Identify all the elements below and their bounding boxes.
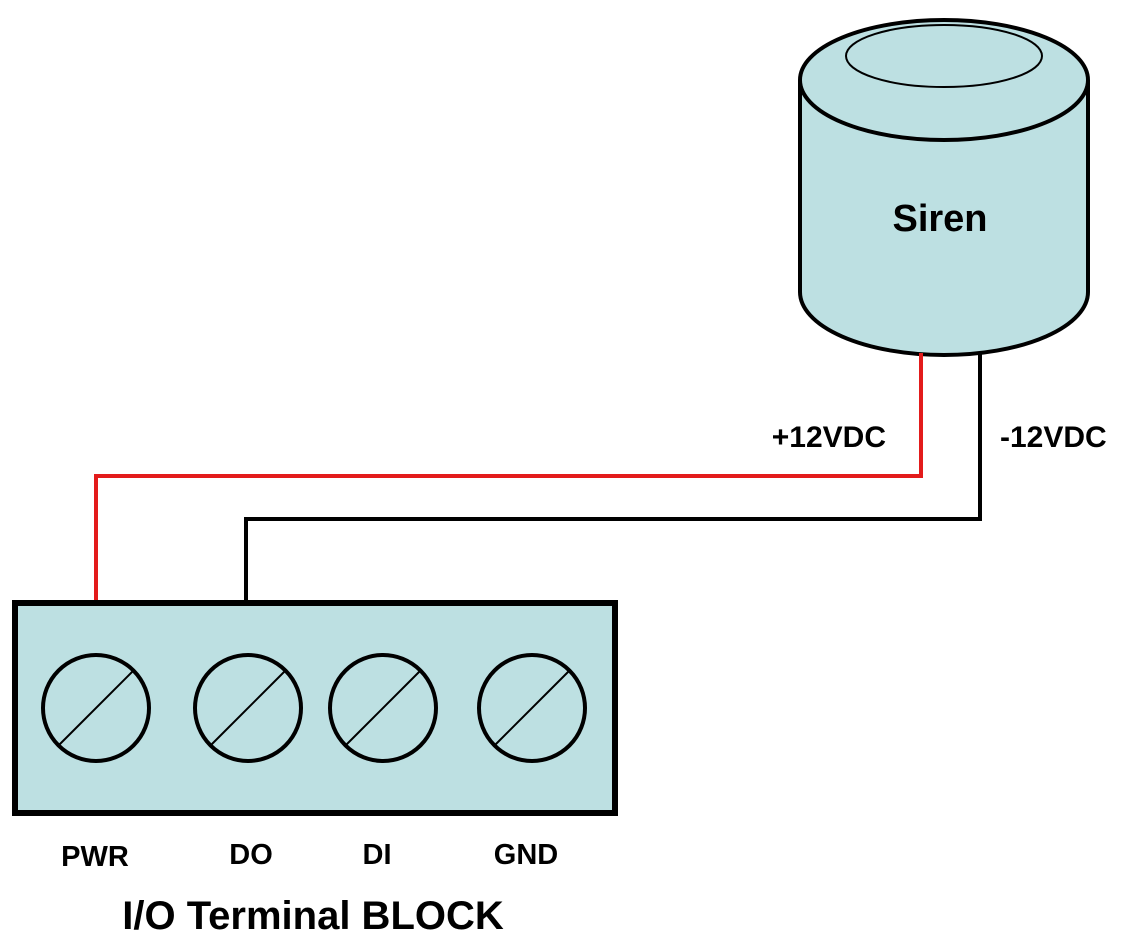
wires: +12VDC -12VDC [94, 353, 1107, 657]
screw-slot-gnd [494, 670, 570, 746]
terminal-block: PWR DO DI GND I/O Terminal BLOCK [12, 600, 618, 938]
terminal-block-title: I/O Terminal BLOCK [122, 894, 504, 938]
terminal-pwr [41, 653, 151, 763]
negative-wire [244, 353, 982, 657]
terminal-label-di: DI [363, 839, 392, 871]
terminal-label-do: DO [229, 839, 273, 871]
siren-top-inner-ring [845, 24, 1043, 88]
terminal-gnd [477, 653, 587, 763]
screw-slot-do [210, 670, 286, 746]
siren-body [798, 80, 1090, 357]
terminal-label-pwr: PWR [61, 841, 129, 873]
screw-slot-pwr [58, 670, 134, 746]
positive-wire-label: +12VDC [772, 421, 886, 454]
screw-slot-di [345, 670, 421, 746]
terminal-label-gnd: GND [494, 839, 558, 871]
terminal-di [328, 653, 438, 763]
positive-wire [94, 353, 923, 657]
siren: Siren [798, 18, 1090, 357]
siren-top [798, 18, 1090, 142]
siren-label: Siren [892, 198, 987, 240]
terminal-do [193, 653, 303, 763]
negative-wire-label: -12VDC [1000, 421, 1107, 454]
